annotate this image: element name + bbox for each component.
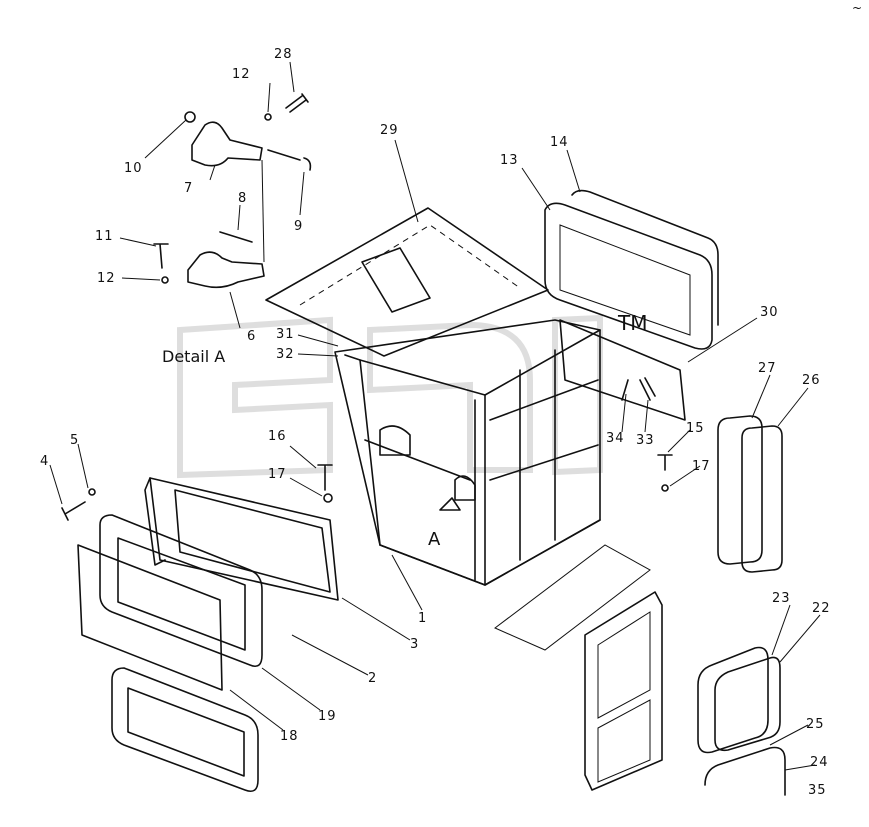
part-label-23: 23 [772,591,791,606]
bolt-4 [61,501,86,521]
seat-cushion [454,475,476,501]
roof-decal [361,247,431,313]
part-label-18: 18 [280,729,299,744]
window-18 [111,667,259,793]
bolt-11 [153,243,169,269]
part-label-30: 30 [760,305,779,320]
part-label-24: 24 [810,755,829,770]
part-label-22: 22 [812,601,831,616]
part-label-25: 25 [806,717,825,732]
part-label-1: 1 [418,611,427,626]
part-labels: 1 2 3 4 5 6 7 8 9 10 11 12 12 13 14 15 1… [40,47,831,798]
part-label-26: 26 [802,373,821,388]
part-label-6: 6 [247,329,256,344]
part-label-34: 34 [606,431,625,446]
bolt-16 [317,464,333,491]
front-door-assembly [77,477,339,793]
part-label-12b: 12 [97,271,116,286]
side-window-26-27 [717,415,783,573]
part-label-31: 31 [276,327,295,342]
part-label-35: 35 [808,783,827,798]
washer-5 [88,488,96,496]
washer-17b [661,484,669,492]
pin-9-shaft [267,149,301,161]
part-label-14: 14 [550,135,569,150]
part-label-3: 3 [410,637,419,652]
part-label-17b: 17 [692,459,711,474]
hinge-bracket-7 [191,121,263,167]
part-label-17a: 17 [268,467,287,482]
nut-10 [184,111,196,123]
detail-a-label: Detail A [162,347,225,366]
part-label-13: 13 [500,153,519,168]
bolt-15 [657,454,673,471]
part-label-9: 9 [294,219,303,234]
part-label-11: 11 [95,229,114,244]
window-seal-2 [99,514,263,668]
part-label-10: 10 [124,161,143,176]
part-label-2: 2 [368,671,377,686]
window-glass-19 [77,544,223,691]
part-label-15: 15 [686,421,705,436]
part-label-27: 27 [758,361,777,376]
lower-door-panel [584,591,663,791]
part-label-8: 8 [238,191,247,206]
parts-33-34 [621,377,656,401]
bolt-28 [285,93,309,113]
part-label-12a: 12 [232,67,251,82]
view-marker-a: A [428,529,441,550]
hinge-bracket-6 [187,251,265,289]
view-arrow [439,497,461,511]
part-label-4: 4 [40,454,49,469]
corner-mark: ~ [852,1,862,15]
part-label-16: 16 [268,429,287,444]
lower-right-windows [697,646,786,796]
part-label-32: 32 [276,347,295,362]
pin-8 [219,231,253,243]
seat-back [379,425,411,456]
detail-a-hinge-group [153,93,312,289]
rear-window-13-14 [544,189,719,350]
washer-12a [264,113,272,121]
part-label-29: 29 [380,123,399,138]
leader-lines [49,61,821,771]
part-label-5: 5 [70,433,79,448]
cab-frame-1: A [334,319,601,586]
side-panel-30 [559,319,686,421]
part-label-33: 33 [636,433,655,448]
washer-12b [161,276,169,284]
washer-17a [323,493,333,503]
part-label-7: 7 [184,181,193,196]
part-label-28: 28 [274,47,293,62]
part-label-19: 19 [318,709,337,724]
floor-outline [494,544,651,651]
